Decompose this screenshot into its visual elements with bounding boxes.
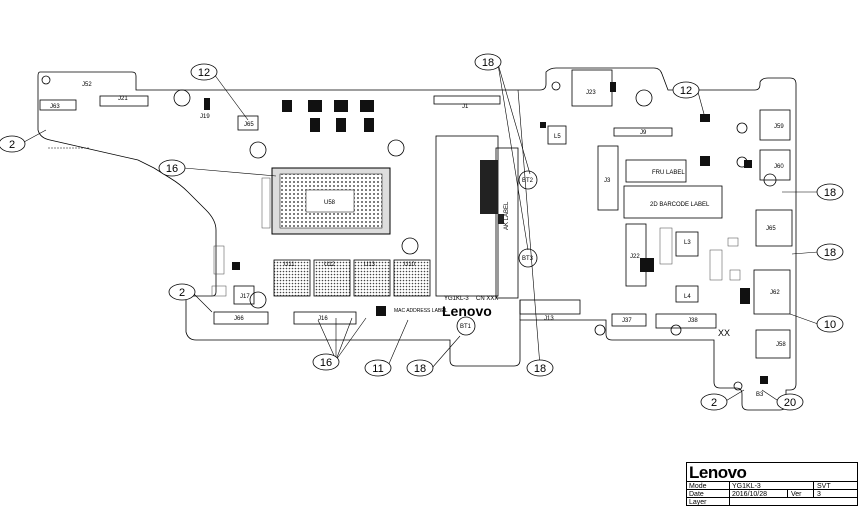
ref-j21: J21: [118, 96, 128, 102]
ref-j66: J66: [234, 316, 244, 322]
callout-2: 2: [711, 397, 717, 409]
callout-18: 18: [824, 187, 836, 199]
ref-bt1: BT1: [460, 324, 472, 330]
title-row-model: Mode YG1KL-3 SVT: [687, 481, 857, 491]
ref-u10: U10: [404, 262, 416, 268]
callout-18: 18: [482, 57, 494, 69]
board-outline: [37, 67, 797, 411]
ref-j62: J62: [770, 290, 780, 296]
ref-j58: J58: [776, 342, 786, 348]
bt1-pad: [456, 316, 476, 336]
ref-j23: J23: [586, 90, 596, 96]
ref-b3: B3: [756, 392, 764, 398]
title-block-logo: Lenovo: [689, 463, 747, 482]
callout-2: 2: [9, 139, 15, 151]
ref-l4: L4: [684, 294, 691, 300]
title-block-divider: [787, 489, 788, 497]
model-value: YG1KL-3: [732, 483, 761, 490]
ref-j38: J38: [688, 318, 698, 324]
barcode-label: 2D BARCODE LABEL: [650, 202, 710, 208]
ref-l3: L3: [684, 240, 691, 246]
bt2-pad: [518, 170, 538, 190]
stage-value: SVT: [817, 483, 831, 490]
callout-20: 20: [784, 397, 796, 409]
cpu-u58: [271, 167, 391, 235]
mac-address-label: MAC ADDRESS LABEL: [394, 308, 448, 314]
callout-16: 16: [166, 163, 178, 175]
memory-chips: [273, 259, 431, 297]
title-block-divider: [729, 481, 730, 505]
ref-j65: J65: [766, 226, 776, 232]
title-block: Lenovo Mode YG1KL-3 SVT Date 2016/10/28 …: [686, 462, 858, 506]
model-label: Mode: [689, 483, 707, 490]
callout-10: 18: [534, 363, 546, 375]
title-block-divider: [813, 481, 814, 497]
ver-label: Ver: [791, 491, 802, 498]
silk-model: YG1KL-3: [444, 296, 469, 302]
title-row-date: Date 2016/10/28 Ver 3: [687, 489, 857, 499]
ref-l5: L5: [554, 134, 561, 140]
ref-j52: J52: [82, 82, 92, 88]
ver-value: 3: [817, 491, 821, 498]
ref-j37: J37: [622, 318, 632, 324]
callout-18: 18: [414, 363, 426, 375]
silk-cn: CN XXX: [476, 296, 498, 302]
ref-j63: J63: [50, 104, 60, 110]
board-lenovo-logo: Lenovo: [442, 303, 492, 319]
silk-xx: XX: [718, 328, 730, 338]
callout-18: 10: [824, 319, 836, 331]
ref-bt3: BT3: [522, 256, 534, 262]
ref-j59: J59: [774, 124, 784, 130]
ref-bt2: BT2: [522, 178, 534, 184]
callout-12: 12: [198, 67, 210, 79]
date-label: Date: [689, 491, 704, 498]
ref-j3: J3: [604, 178, 611, 184]
ref-j1: J1: [462, 104, 469, 110]
ref-j9: J9: [640, 130, 647, 136]
ref-u58: U58: [324, 200, 336, 206]
ref-j65a: J65: [244, 122, 254, 128]
ak-label: AK LABEL: [504, 201, 510, 230]
ref-j60: J60: [774, 164, 784, 170]
ref-j13: J13: [544, 316, 554, 322]
ref-u13: U13: [364, 262, 376, 268]
ref-j19: J19: [200, 114, 210, 120]
callout-12: 12: [680, 85, 692, 97]
ref-j17: J17: [240, 294, 250, 300]
ref-u11: U11: [284, 262, 295, 268]
callout-2: 2: [179, 287, 185, 299]
title-row-layer: Layer: [687, 497, 857, 507]
date-value: 2016/10/28: [732, 491, 768, 498]
ref-j22: J22: [630, 254, 640, 260]
callout-18: 18: [824, 247, 836, 259]
ref-j16: J16: [318, 316, 328, 322]
layer-label: Layer: [689, 499, 707, 506]
callout-11: 11: [372, 363, 383, 375]
fru-label: FRU LABEL: [652, 170, 685, 176]
ref-u12: U12: [324, 262, 336, 268]
callout-16: 16: [320, 357, 332, 369]
